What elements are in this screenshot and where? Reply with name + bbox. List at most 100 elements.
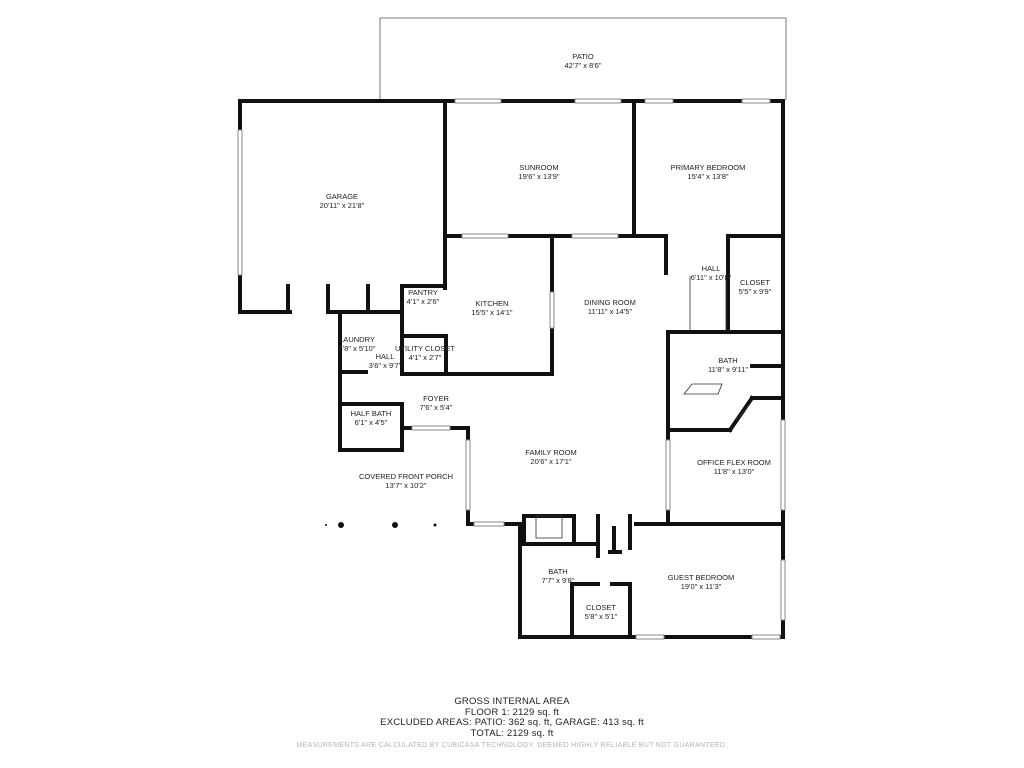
room-label: PANTRY 4'1" x 2'6" — [407, 288, 440, 306]
room-label: HALF BATH 6'1" x 4'5" — [351, 409, 392, 427]
window — [237, 129, 243, 276]
window — [549, 291, 555, 329]
fireplace-hearth — [535, 515, 563, 539]
room-label: CLOSET 5'8" x 5'1" — [585, 603, 618, 621]
room-size: 19'6" x 13'9" — [518, 172, 559, 181]
bath-tub — [683, 383, 723, 395]
room-labels: PATIO 42'7" x 8'6" GARAGE 20'11" x 21'8"… — [320, 52, 772, 621]
floor-plan: PATIO 42'7" x 8'6" GARAGE 20'11" x 21'8"… — [237, 17, 787, 640]
porch-post — [325, 524, 327, 526]
room-size: 5'8" x 5'1" — [585, 612, 618, 621]
room-label: FOYER 7'6" x 5'4" — [420, 394, 453, 412]
room-name: GARAGE — [326, 192, 358, 201]
room-name: CLOSET — [740, 278, 770, 287]
room-label: BATH 7'7" x 9'8" — [542, 567, 575, 585]
window — [465, 439, 471, 511]
room-name: GUEST BEDROOM — [668, 573, 735, 582]
room-name: PANTRY — [408, 288, 438, 297]
window — [571, 233, 619, 239]
room-size: 11'11" x 14'5" — [588, 307, 633, 316]
porch-post — [392, 522, 398, 528]
walls — [238, 99, 785, 639]
room-name: HALF BATH — [351, 409, 392, 418]
room-size: 11'8" x 9'11" — [708, 365, 748, 374]
room-name: SUNROOM — [519, 163, 558, 172]
exterior-lines — [379, 17, 787, 100]
window — [751, 634, 781, 640]
room-size: 20'6" x 17'1" — [530, 457, 571, 466]
room-name: CLOSET — [586, 603, 616, 612]
window — [780, 559, 786, 621]
room-name: PATIO — [572, 52, 594, 61]
room-label: GARAGE 20'11" x 21'8" — [320, 192, 365, 210]
room-size: 5'5" x 9'9" — [739, 287, 772, 296]
room-size: 4'1" x 2'7" — [409, 353, 442, 362]
room-size: 20'11" x 21'8" — [320, 201, 365, 210]
room-label: LAUNDRY 5'8" x 5'10" — [339, 335, 376, 353]
patio-outline — [379, 17, 787, 100]
room-size: 42'7" x 8'6" — [565, 61, 602, 70]
room-label: BATH 11'8" x 9'11" — [708, 356, 748, 374]
window — [780, 419, 786, 511]
window — [635, 634, 665, 640]
room-name: UTILITY CLOSET — [395, 344, 455, 353]
room-label: PATIO 42'7" x 8'6" — [565, 52, 602, 70]
window — [411, 425, 451, 431]
room-label: COVERED FRONT PORCH 13'7" x 10'2" — [359, 472, 453, 490]
window — [644, 98, 674, 104]
room-label: HALL 6'11" x 10'8" — [691, 264, 732, 282]
disclaimer: MEASUREMENTS ARE CALCULATED BY CUBICASA … — [296, 742, 728, 749]
room-name: PRIMARY BEDROOM — [671, 163, 746, 172]
window — [454, 98, 502, 104]
room-label: PRIMARY BEDROOM 15'4" x 13'8" — [671, 163, 746, 181]
room-name: HALL — [376, 352, 395, 361]
room-size: 13'7" x 10'2" — [385, 481, 426, 490]
porch-posts — [325, 522, 437, 528]
room-name: DINING ROOM — [584, 298, 636, 307]
room-size: 7'6" x 5'4" — [420, 403, 453, 412]
room-name: BATH — [718, 356, 737, 365]
window — [665, 439, 671, 511]
fixtures — [535, 276, 751, 539]
room-label: HALL 3'6" x 9'7" — [369, 352, 402, 370]
room-size: 11'8" x 13'0" — [714, 467, 755, 476]
room-name: BATH — [548, 567, 567, 576]
room-label: GUEST BEDROOM 19'0" x 11'3" — [668, 573, 735, 591]
room-name: KITCHEN — [476, 299, 509, 308]
room-label: UTILITY CLOSET 4'1" x 2'7" — [395, 344, 455, 362]
shower — [735, 403, 751, 421]
window — [741, 98, 771, 104]
room-label: OFFICE FLEX ROOM 11'8" x 13'0" — [697, 458, 771, 476]
room-label: DINING ROOM 11'11" x 14'5" — [584, 298, 636, 316]
room-size: 15'4" x 13'8" — [687, 172, 728, 181]
room-label: SUNROOM 19'6" x 13'9" — [518, 163, 559, 181]
porch-post — [338, 522, 344, 528]
area-summary: GROSS INTERNAL AREA FLOOR 1: 2129 sq. ft… — [0, 696, 1024, 739]
room-label: KITCHEN 15'5" x 14'1" — [471, 299, 512, 317]
room-size: 4'1" x 2'6" — [407, 297, 440, 306]
window — [574, 98, 622, 104]
porch-post — [433, 523, 437, 527]
room-name: COVERED FRONT PORCH — [359, 472, 453, 481]
excluded-areas: EXCLUDED AREAS: PATIO: 362 sq. ft, GARAG… — [380, 717, 644, 728]
room-name: OFFICE FLEX ROOM — [697, 458, 771, 467]
window — [473, 521, 505, 527]
total-area: TOTAL: 2129 sq. ft — [470, 727, 554, 739]
area-title: GROSS INTERNAL AREA — [454, 696, 570, 707]
room-name: LAUNDRY — [339, 335, 375, 344]
room-size: 3'6" x 9'7" — [369, 361, 402, 370]
room-size: 7'7" x 9'8" — [542, 576, 575, 585]
room-size: 6'11" x 10'8" — [691, 273, 732, 282]
room-size: 15'5" x 14'1" — [471, 308, 512, 317]
room-label: FAMILY ROOM 20'6" x 17'1" — [525, 448, 576, 466]
room-size: 19'0" x 11'3" — [681, 582, 722, 591]
room-label: CLOSET 5'5" x 9'9" — [739, 278, 772, 296]
room-name: HALL — [702, 264, 721, 273]
room-size: 6'1" x 4'5" — [355, 418, 388, 427]
window — [461, 233, 509, 239]
room-name: FOYER — [423, 394, 449, 403]
floor-area: FLOOR 1: 2129 sq. ft — [464, 706, 560, 718]
windows — [237, 98, 786, 640]
room-name: FAMILY ROOM — [525, 448, 576, 457]
room-size: 5'8" x 5'10" — [339, 344, 376, 353]
